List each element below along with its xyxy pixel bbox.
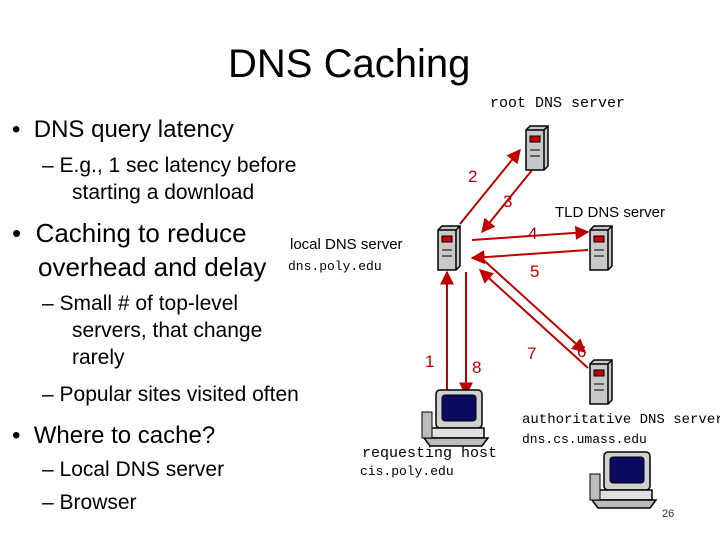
requesting-host-computer-icon (421, 389, 490, 447)
sub-bullet-latency-line1: – E.g., 1 sec latency before (42, 154, 297, 177)
bullet-where-cache-text: Where to cache? (33, 422, 216, 449)
bullet-dns-latency: • DNS query latency (12, 116, 234, 143)
authoritative-server-icon (589, 359, 613, 405)
step-number-3: 3 (503, 192, 513, 211)
umass-host-computer-icon (589, 451, 658, 509)
tld-server-label: TLD DNS server (555, 204, 666, 221)
arrow-5 (470, 249, 589, 265)
local-server-icon (437, 225, 461, 271)
step-number-2: 2 (468, 167, 478, 186)
sub-bullet-popular: – Popular sites visited often (42, 383, 299, 406)
step-number-1: 1 (425, 352, 435, 371)
sub-bullet-local-dns: – Local DNS server (42, 458, 225, 481)
step-number-5: 5 (530, 262, 540, 281)
sub-bullet-toplevel-line2: servers, that change (72, 319, 263, 342)
bullet-caching-line1: • Caching to reduce (12, 218, 247, 248)
bullet-caching-line2: overhead and delay (38, 252, 267, 282)
step-number-6: 6 (577, 342, 587, 361)
root-server-icon (525, 125, 549, 171)
requesting-host-label: requesting host (362, 445, 498, 462)
page-number: 26 (662, 508, 675, 520)
slide-title: DNS Caching (228, 42, 471, 86)
arrow-2 (459, 148, 521, 225)
step-number-4: 4 (528, 224, 538, 243)
bullet-dns-latency-text: DNS query latency (33, 116, 234, 143)
root-server-label: root DNS server (490, 95, 626, 112)
requesting-hostname: cis.poly.edu (360, 464, 454, 479)
step-number-8: 8 (472, 358, 482, 377)
arrow-4 (471, 225, 590, 241)
tld-server-icon (589, 225, 613, 271)
sub-bullet-browser: – Browser (42, 491, 137, 514)
authoritative-server-label: authoritative DNS server (522, 412, 720, 428)
sub-bullet-toplevel-line3: rarely (72, 346, 125, 369)
local-server-hostname: dns.poly.edu (288, 259, 382, 274)
sub-bullet-latency-line2: starting a download (72, 181, 255, 204)
local-server-label: local DNS server (290, 236, 403, 253)
authoritative-hostname: dns.cs.umass.edu (522, 432, 647, 447)
arrow-7 (477, 254, 587, 353)
bullet-caching-text: Caching to reduce (35, 218, 247, 248)
bullet-where-cache: • Where to cache? (12, 422, 216, 449)
sub-bullet-toplevel-line1: – Small # of top-level (42, 292, 239, 315)
arrow-6 (478, 269, 589, 369)
step-number-7: 7 (527, 344, 537, 363)
